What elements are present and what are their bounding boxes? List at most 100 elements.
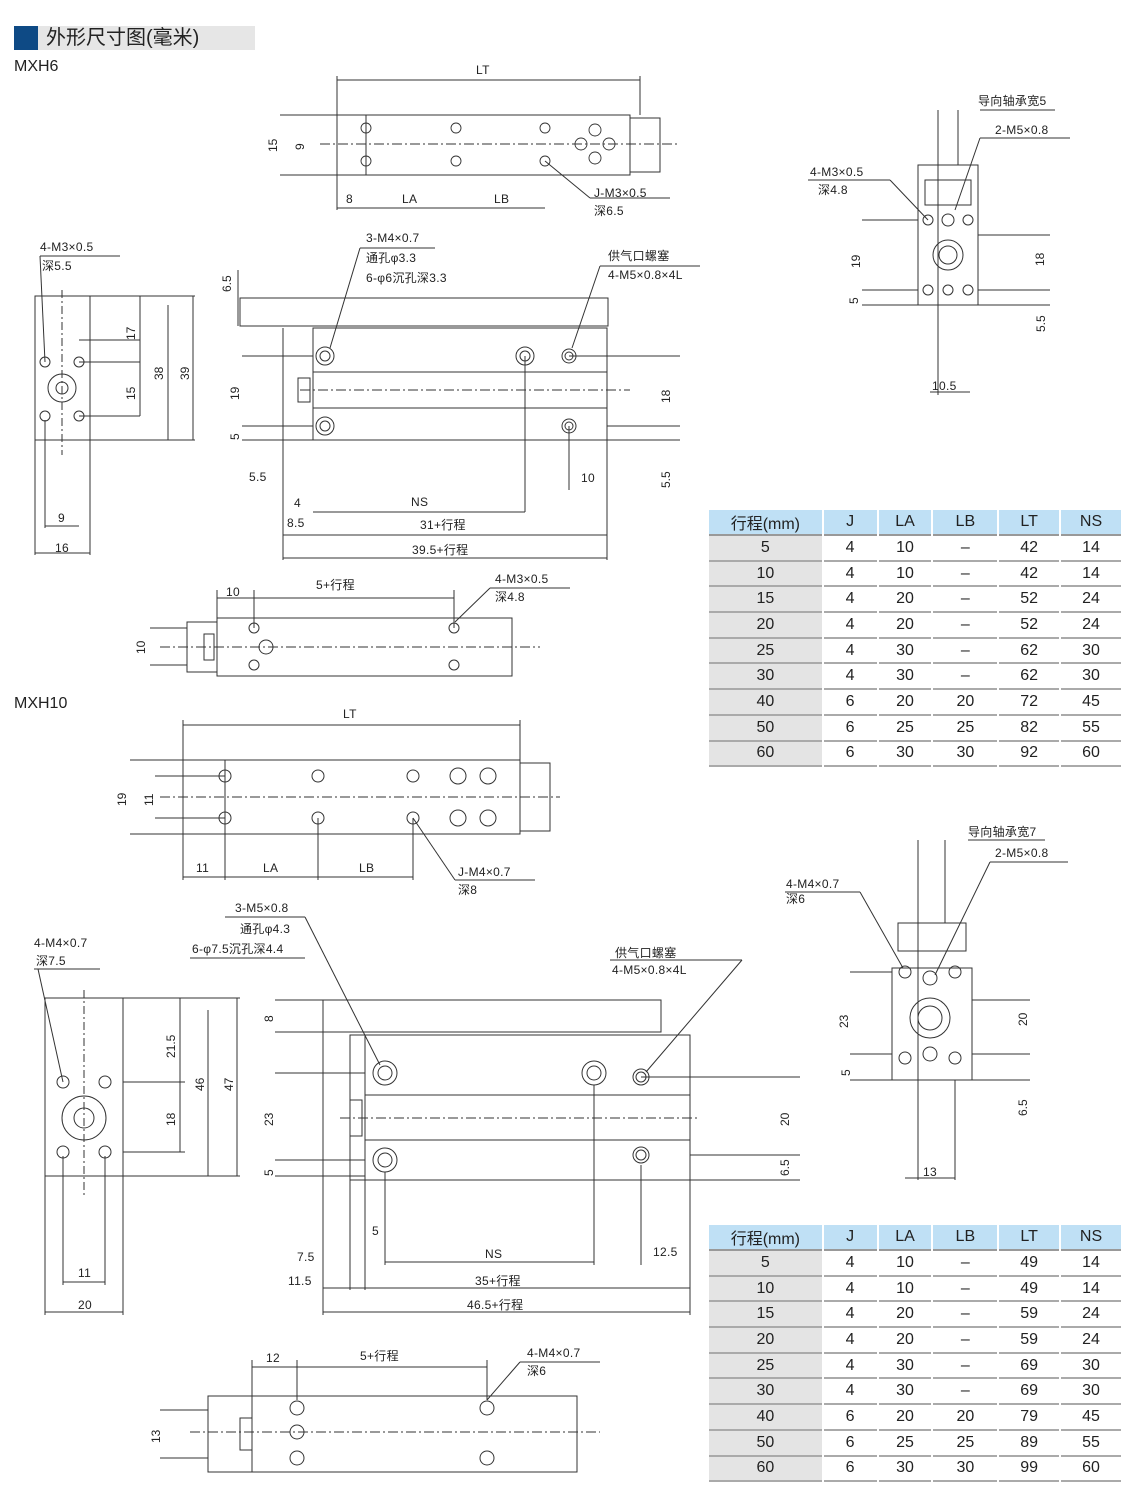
table-cell: 20	[878, 1302, 932, 1329]
dim-label: 17	[124, 326, 138, 340]
dim-label: 19	[228, 386, 242, 400]
callout-label: 深6.5	[594, 204, 624, 218]
table-cell: 62	[999, 664, 1060, 691]
table-cell: 15	[709, 1302, 822, 1329]
dim-label: 9	[293, 143, 307, 150]
table-cell: 45	[1061, 1405, 1121, 1431]
callout-label: 2-M5×0.8	[995, 123, 1049, 137]
dim-label: 23	[262, 1112, 276, 1126]
table-cell: 15	[709, 587, 822, 614]
table-cell: 30	[878, 742, 932, 768]
table-cell: 24	[1061, 1328, 1121, 1354]
table-cell: 20	[933, 1405, 998, 1431]
model-label-mxh10: MXH10	[14, 695, 68, 712]
dim-label: 8.5	[287, 516, 305, 530]
dim-label: 12.5	[653, 1245, 678, 1259]
table-cell: –	[933, 1251, 998, 1277]
callout-label: 4-M4×0.7	[527, 1346, 581, 1360]
table-cell: 59	[999, 1302, 1060, 1329]
column-header: LT	[999, 510, 1060, 536]
table-cell: 20	[709, 613, 822, 639]
column-header: 行程(mm)	[709, 510, 822, 536]
column-header: NS	[1061, 1225, 1121, 1251]
dim-label: 6.5	[1016, 1099, 1030, 1116]
dim-label: NS	[485, 1247, 503, 1261]
column-header: LT	[999, 1225, 1060, 1251]
callout-label: 4-M4×0.7	[786, 877, 840, 891]
table-cell: 4	[823, 562, 877, 588]
column-header: LA	[878, 1225, 932, 1251]
dim-label: 20	[1016, 1012, 1030, 1026]
callout-label: 3-M4×0.7	[366, 231, 420, 245]
dim-label: 15	[124, 386, 138, 400]
table-cell: 10	[878, 562, 932, 588]
table-cell: 24	[1061, 1302, 1121, 1329]
table-cell: 24	[1061, 613, 1121, 639]
callout-label: 供气口螺塞	[608, 249, 670, 263]
dim-label: 4	[294, 496, 301, 510]
dim-label: 23	[837, 1014, 851, 1028]
table-cell: 14	[1061, 1251, 1121, 1277]
mxh6-top-view	[280, 76, 680, 210]
table-cell: 20	[709, 1328, 822, 1354]
table-cell: 30	[878, 664, 932, 691]
callout-label: 6-φ6沉孔深3.3	[366, 271, 447, 285]
dim-label: 19	[115, 792, 129, 806]
table-cell: –	[933, 587, 998, 614]
dim-label: 31+行程	[420, 518, 466, 532]
table-cell: 30	[1061, 664, 1121, 691]
table-cell: 30	[933, 742, 998, 768]
table-cell: 62	[999, 639, 1060, 665]
callout-label: 深5.5	[42, 259, 72, 273]
dim-label: 18	[1033, 252, 1047, 266]
mxh6-front-view	[237, 247, 700, 560]
table-cell: 59	[999, 1328, 1060, 1354]
dim-label: 16	[55, 541, 69, 555]
table-cell: 6	[823, 690, 877, 716]
model-label-mxh6: MXH6	[14, 58, 59, 75]
table-cell: –	[933, 1328, 998, 1354]
table-cell: 55	[1061, 716, 1121, 742]
dim-label: LA	[263, 861, 279, 875]
table-cell: 60	[1061, 742, 1121, 768]
dim-label: 9	[58, 511, 65, 525]
callout-label: 2-M5×0.8	[995, 846, 1049, 860]
table-cell: 4	[823, 639, 877, 665]
mxh6-bottom-view	[150, 587, 570, 677]
table-cell: 5	[709, 536, 822, 562]
table-cell: 25	[878, 1431, 932, 1457]
table-cell: –	[933, 1302, 998, 1329]
callout-label: 通孔φ4.3	[240, 922, 291, 936]
table-cell: 14	[1061, 536, 1121, 562]
mxh10-left-view	[34, 968, 240, 1315]
dim-label: 5	[372, 1224, 379, 1238]
table-cell: 69	[999, 1379, 1060, 1406]
callout-label: J-M4×0.7	[458, 865, 511, 879]
callout-label: 4-M5×0.8×4L	[612, 963, 687, 977]
table-cell: 45	[1061, 690, 1121, 716]
table-cell: –	[933, 613, 998, 639]
table-cell: 50	[709, 1430, 822, 1457]
callout-label: J-M3×0.5	[594, 186, 647, 200]
table-cell: 52	[999, 587, 1060, 614]
dim-label: LT	[343, 707, 357, 721]
table-cell: 30	[709, 1379, 822, 1406]
table-cell: 30	[1061, 639, 1121, 665]
dim-label: 10	[581, 471, 595, 485]
table-cell: 6	[823, 1457, 877, 1483]
dim-label: LT	[476, 63, 490, 77]
table-cell: 4	[823, 1354, 877, 1380]
dim-label: 5+行程	[316, 578, 355, 592]
callout-label: 深7.5	[36, 954, 66, 968]
